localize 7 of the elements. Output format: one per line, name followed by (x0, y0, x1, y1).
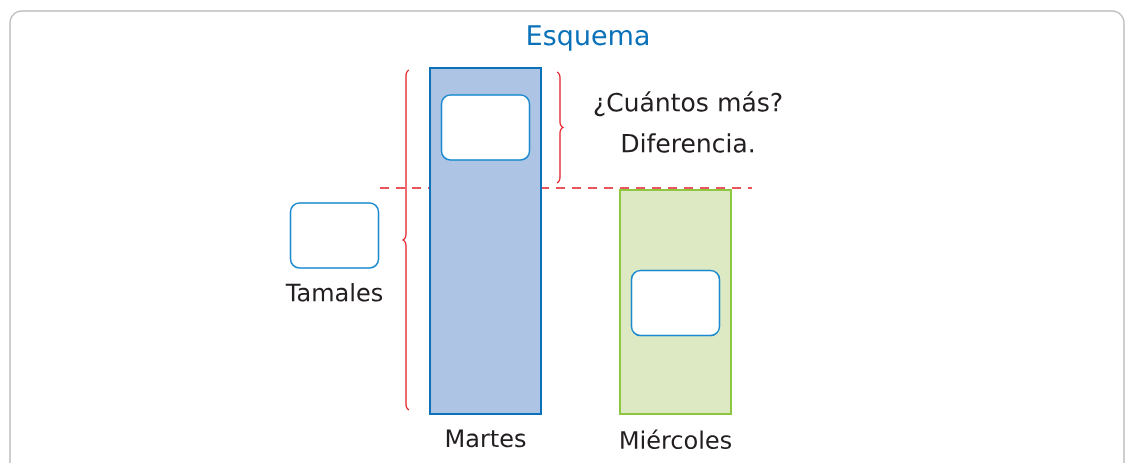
bar-label: Miércoles (621, 429, 731, 450)
box-label: Tamales (285, 283, 383, 302)
title: Esquema (528, 25, 648, 51)
answer-box (440, 94, 531, 161)
bar-label: Martes (446, 429, 526, 448)
answer-box (630, 269, 721, 337)
note: ¿Cuántos más? Diferencia. (594, 91, 782, 153)
